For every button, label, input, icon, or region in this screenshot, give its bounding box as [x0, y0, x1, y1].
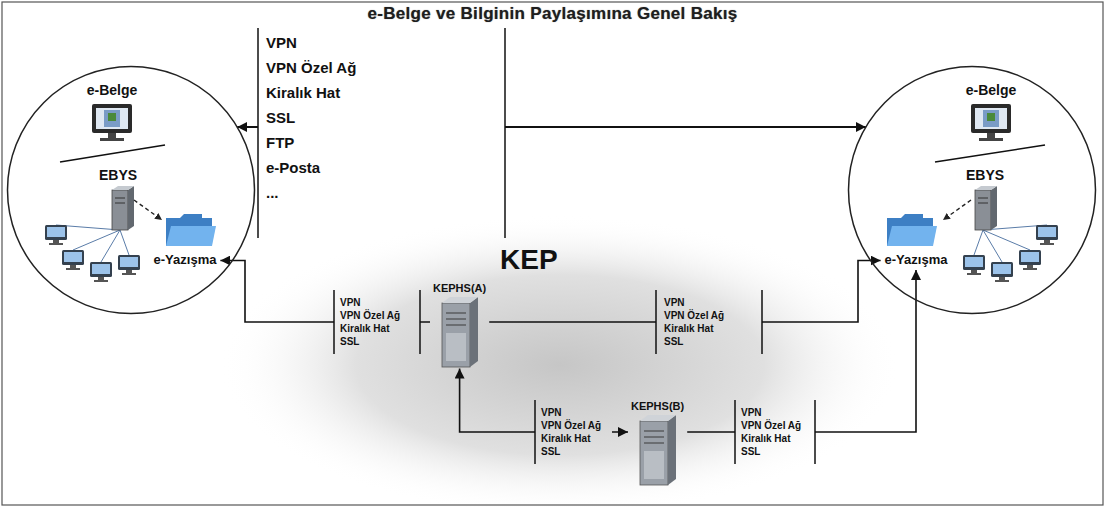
node-text: EBYS [966, 167, 1004, 183]
channel-item: Kiralık Hat [741, 432, 790, 445]
system-circle: e-BelgeEBYS e-Yazışma [847, 65, 1097, 315]
kep-label: KEP [500, 244, 558, 276]
computer-icon [92, 104, 132, 141]
protocol-item: VPN Özel Ağ [266, 59, 356, 77]
correspondence-box: e-Yazışma [150, 251, 221, 270]
node-text: e-Yazışma [885, 253, 948, 268]
circle-fill [8, 67, 254, 313]
node-text: KEPHS(A) [433, 282, 486, 295]
node-text: e-Belge [966, 82, 1017, 98]
circle-outline [6, 65, 256, 315]
pc-icon [991, 262, 1013, 282]
connector-arrow [687, 270, 916, 432]
folder-icon [166, 214, 216, 246]
circle-outline [847, 65, 1097, 315]
kep-server-node: KEPHS(B) [628, 400, 687, 487]
channel-item: VPN Özel Ağ [541, 419, 601, 432]
kep-glow [220, 215, 900, 507]
protocol-item: Kiralık Hat [266, 84, 340, 102]
channel-item: VPN Özel Ağ [340, 309, 400, 322]
protocol-item: e-Posta [266, 159, 320, 177]
pc-icon [45, 225, 67, 245]
server-icon [975, 186, 997, 230]
kep-server-icon [442, 297, 478, 367]
channel-item: Kiralık Hat [541, 432, 590, 445]
connector-arrow [220, 261, 430, 323]
pc-icon [62, 250, 84, 270]
channel-item: SSL [741, 445, 760, 458]
node-text: EBYS [99, 167, 137, 183]
node-text: e-Yazışma [154, 253, 217, 268]
protocol-item: SSL [266, 109, 295, 127]
channel-item: SSL [541, 445, 560, 458]
channel-item: VPN [664, 296, 685, 309]
connector-arrow [460, 369, 628, 432]
separator [60, 145, 165, 162]
diagram-title: e-Belge ve Bilginin Paylaşımına Genel Ba… [0, 4, 1105, 24]
server-icon [112, 186, 134, 230]
channel-item: VPN [741, 406, 762, 419]
system-circle: e-BelgeEBYS e-Yazışma [6, 65, 256, 315]
channel-item: VPN [340, 296, 361, 309]
channel-item: VPN [541, 406, 562, 419]
circle-outline [8, 67, 255, 314]
pc-icon [118, 255, 140, 275]
circle-fill [849, 67, 1095, 313]
node-text: e-Belge [87, 82, 138, 98]
correspondence-box: e-Yazışma [881, 251, 952, 270]
channel-item: SSL [340, 335, 359, 348]
kep-server-icon [640, 415, 676, 485]
left-system-icons [45, 104, 216, 282]
channel-item: VPN Özel Ağ [664, 309, 724, 322]
circle-outline [849, 67, 1096, 314]
node-text: KEPHS(B) [631, 400, 684, 413]
channel-item: SSL [664, 335, 683, 348]
pc-icon [1019, 250, 1041, 270]
channel-item: VPN Özel Ağ [741, 419, 801, 432]
pc-icon [90, 262, 112, 282]
separator [935, 145, 1045, 162]
dashed-arrow [943, 200, 971, 220]
protocol-item: FTP [266, 134, 294, 152]
pc-icon [963, 255, 985, 275]
channel-item: Kiralık Hat [340, 322, 389, 335]
protocol-item: ... [266, 184, 279, 202]
dashed-arrow [134, 200, 162, 220]
list-bars [258, 28, 815, 464]
computer-icon [971, 104, 1011, 141]
folder-icon [887, 214, 937, 246]
kep-server-node: KEPHS(A) [430, 282, 489, 369]
channel-item: Kiralık Hat [664, 322, 713, 335]
connector-arrow [237, 126, 866, 128]
protocol-item: VPN [266, 34, 297, 52]
pc-icon [1036, 225, 1058, 245]
